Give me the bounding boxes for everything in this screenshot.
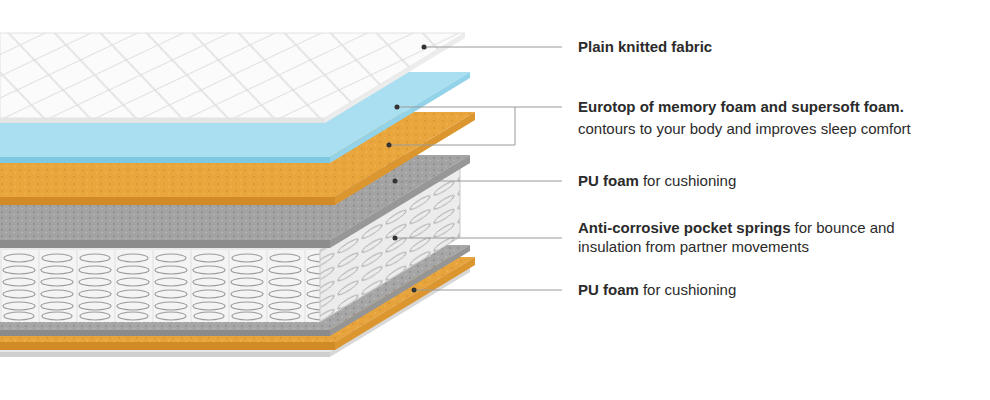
layer-description: for cushioning — [643, 172, 736, 189]
layer-label: Plain knitted fabric — [578, 37, 978, 57]
layer-description: contours to your body and improves sleep… — [578, 118, 978, 140]
layer-name: Eurotop of memory foam and supersoft foa… — [578, 96, 978, 118]
layer-label: Anti-corrosive pocket springsfor bounce … — [578, 218, 938, 256]
layer-label: PU foamfor cushioning — [578, 171, 978, 191]
layer-description: for cushioning — [643, 281, 736, 298]
layer-name: PU foam — [578, 281, 639, 298]
layer-name: Anti-corrosive pocket springs — [578, 219, 791, 236]
layer-label: Eurotop of memory foam and supersoft foa… — [578, 96, 978, 140]
layer-name: Plain knitted fabric — [578, 38, 712, 55]
leader-lines — [389, 47, 562, 290]
leader-dots — [387, 45, 427, 293]
layer-name: PU foam — [578, 172, 639, 189]
knitted-fabric-layer — [0, 33, 465, 123]
layer-label: PU foamfor cushioning — [578, 280, 978, 300]
